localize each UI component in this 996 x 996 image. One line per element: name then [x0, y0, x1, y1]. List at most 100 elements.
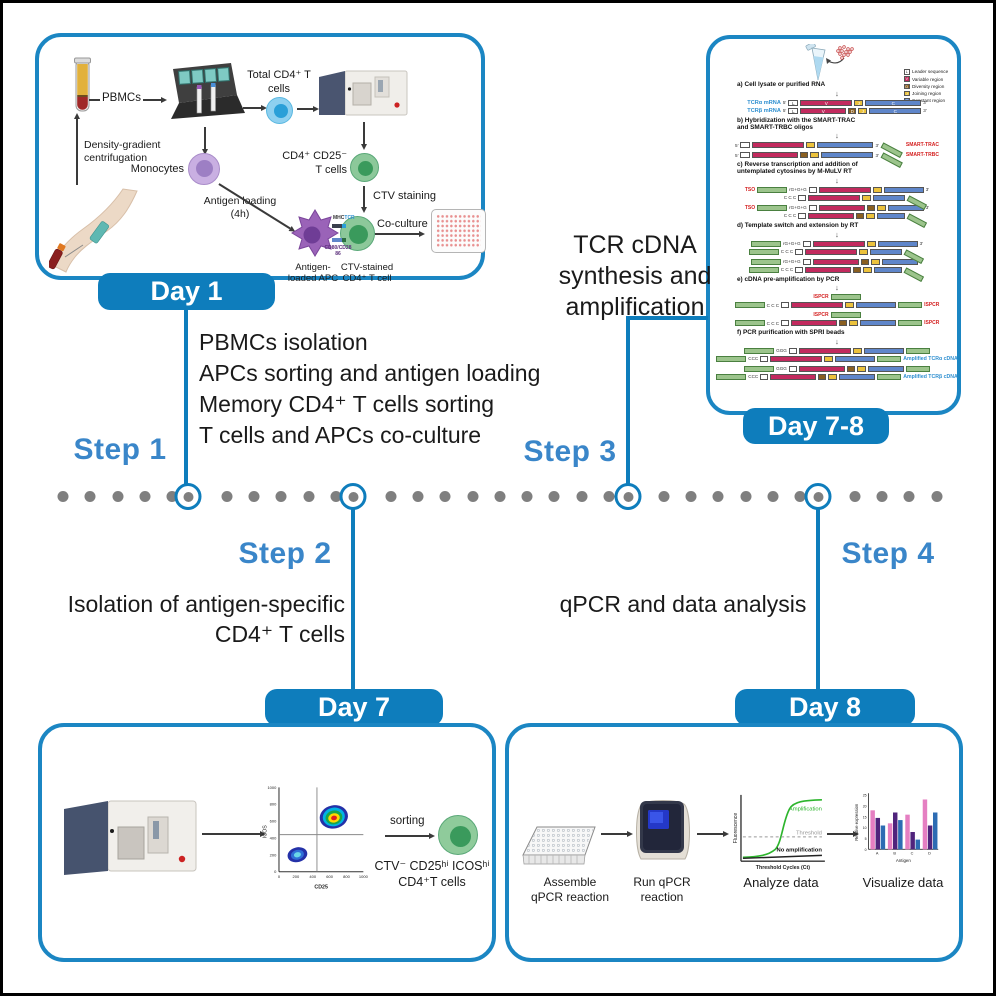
coculture-label: Co-culture [377, 218, 428, 230]
step1-task: T cells and APCs co-culture [199, 422, 482, 448]
timeline-dot [658, 491, 670, 502]
oligo-bar [898, 302, 923, 309]
day8-badge: Day 8 [735, 689, 915, 726]
arm-icon [49, 188, 138, 273]
pbmcs-label: PBMCs [102, 92, 141, 104]
oligo-bar [830, 312, 861, 319]
spacer [746, 197, 782, 198]
legend-swatch: V [904, 76, 910, 82]
bar-purple-D [927, 825, 933, 850]
timeline-step-marker [804, 483, 832, 510]
coculture-arrow [375, 233, 419, 235]
legend-swatch: J [904, 90, 910, 97]
flow-xlabel: CD25 [314, 885, 328, 891]
region-J [810, 152, 820, 159]
bar-pink-D [922, 799, 928, 850]
cd4-cd25-cell-nucleus [358, 160, 373, 176]
region-C [835, 355, 876, 362]
region-D [800, 152, 809, 159]
timeline-dot [813, 491, 823, 502]
bar-blue-D [932, 812, 938, 850]
axis-tick: 20 [863, 804, 867, 808]
region-L: L [788, 99, 799, 106]
bar-blue-A [880, 825, 886, 850]
cell-sorter-icon [319, 70, 408, 116]
region-J [828, 373, 838, 380]
sequence-text: 5′ [735, 152, 739, 158]
region-L [795, 248, 804, 255]
timeline-dot [166, 491, 178, 502]
oligo-bar [877, 355, 902, 362]
region-L: L [788, 107, 799, 114]
tcr-diagram-row: 5′3′SMART-TRAC [713, 142, 961, 159]
axis-tick: 800 [270, 802, 277, 807]
oligo-bar [744, 347, 775, 354]
step2-label: Step 2 [238, 537, 332, 570]
region-C: C [869, 107, 922, 114]
sorting-label: sorting [390, 815, 425, 827]
spacer [746, 215, 782, 216]
timeline-step-marker [339, 483, 367, 510]
axis-tick: 15 [863, 815, 867, 819]
sequence-text: 3′ [925, 187, 930, 193]
region-L [740, 142, 751, 149]
sequence-text: 5′ [782, 108, 787, 114]
region-L [760, 373, 769, 380]
region-L [788, 365, 797, 372]
sequence-text: CCC [748, 374, 759, 380]
cd4-cd25-label: CD4⁺ CD25⁻ T cells [282, 150, 347, 176]
region-J: J [858, 107, 868, 114]
timeline-dot [849, 491, 861, 502]
sequence-text: C C C [780, 249, 794, 255]
ctv-staining-label: CTV staining [373, 190, 436, 202]
oligo-bar [734, 302, 765, 309]
region-L [808, 204, 817, 211]
sequence-text: GGG [776, 348, 787, 354]
region-V [818, 204, 865, 211]
qpcr-machine-icon [636, 800, 690, 860]
timeline-dot [275, 491, 287, 502]
tcr-step-heading: d) Template switch and extension by RT [737, 221, 859, 229]
region-C [860, 320, 897, 327]
activated-population [319, 805, 348, 829]
apc-caption: Antigen- loaded APC [287, 262, 339, 284]
region-V [812, 240, 865, 247]
lysate-tube-icon [805, 44, 854, 81]
region-L [760, 355, 769, 362]
density-up-arrow [76, 119, 78, 185]
oligo-bar [898, 320, 923, 327]
nonactivated-population [287, 847, 308, 863]
timeline-dot [112, 491, 124, 502]
bar-purple-B [892, 812, 898, 850]
ctv-down-arrow [363, 186, 365, 207]
region-V [770, 355, 823, 362]
region-J [863, 266, 873, 273]
day1-badge: Day 1 [98, 273, 275, 310]
monocytes-label: Monocytes [130, 163, 184, 175]
legend-label: Variable region [912, 76, 944, 82]
region-L [802, 258, 811, 265]
region-L [802, 240, 811, 247]
plate-to-machine-arrow [601, 833, 627, 835]
region-L [795, 266, 804, 273]
timeline-dot [903, 491, 915, 502]
region-C [863, 347, 904, 354]
timeline-dot [348, 491, 358, 502]
region-L [798, 194, 807, 201]
product-label: Amplified TCRα cDNA [903, 355, 958, 362]
region-J [806, 142, 816, 149]
oligo-bar [734, 320, 765, 327]
sorter-instrument-icon [64, 800, 197, 875]
region-J [852, 347, 862, 354]
region-V [808, 212, 855, 219]
region-V: V [800, 99, 853, 106]
step2-connector [351, 509, 355, 691]
sequence-text: C C C [766, 302, 780, 308]
oligo-bar [750, 258, 781, 265]
